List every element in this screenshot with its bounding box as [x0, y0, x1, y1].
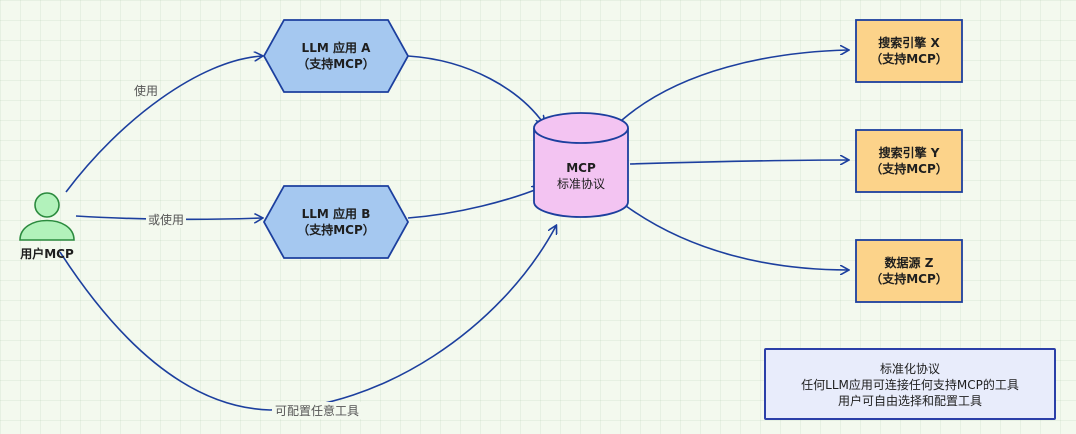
user-body	[19, 219, 75, 241]
edge-label-configure: 可配置任意工具	[272, 402, 363, 419]
search-engine-x-subtitle: （支持MCP）	[870, 52, 948, 66]
llm-app-b-label: LLM 应用 B （支持MCP）	[264, 206, 408, 238]
edge-label-or-use: 或使用	[146, 211, 187, 228]
llm-app-a-label: LLM 应用 A （支持MCP）	[264, 40, 408, 72]
data-source-z-subtitle: （支持MCP）	[870, 272, 948, 286]
data-source-z-title: 数据源 Z	[884, 256, 934, 270]
mcp-subtitle: 标准协议	[556, 177, 605, 191]
search-engine-y-title: 搜索引擎 Y	[878, 146, 940, 160]
search-engine-y-node	[855, 129, 963, 193]
mcp-title: MCP	[566, 161, 596, 175]
mcp-cylinder-body	[533, 128, 629, 218]
edge-mcp-to-search-x	[621, 50, 848, 121]
summary-note: 标准化协议 任何LLM应用可连接任何支持MCP的工具 用户可自由选择和配置工具	[764, 348, 1056, 420]
search-engine-x-node	[855, 19, 963, 83]
user-label: 用户MCP	[20, 247, 74, 261]
mcp-label: MCP 标准协议	[534, 160, 628, 192]
note-line-3: 用户可自由选择和配置工具	[837, 394, 982, 408]
edge-mcp-to-search-y	[629, 160, 848, 164]
llm-app-a-title: LLM 应用 A	[301, 41, 371, 55]
llm-app-b-title: LLM 应用 B	[301, 207, 371, 221]
note-line-2: 任何LLM应用可连接任何支持MCP的工具	[801, 378, 1019, 392]
search-engine-y-subtitle: （支持MCP）	[870, 162, 948, 176]
edge-llm-a-to-mcp	[407, 55, 544, 124]
search-engine-y-label: 搜索引擎 Y （支持MCP）	[856, 145, 962, 177]
edge-llm-b-to-mcp	[407, 188, 540, 219]
search-engine-x-label: 搜索引擎 X （支持MCP）	[856, 35, 962, 67]
user-head	[34, 192, 60, 218]
edge-label-use: 使用	[134, 84, 159, 98]
data-source-z-node	[855, 239, 963, 303]
mcp-cylinder-top	[533, 112, 629, 144]
edge-user-to-llm-a	[65, 56, 262, 193]
llm-app-b-node	[262, 185, 410, 259]
user-actor	[19, 192, 75, 241]
data-source-z-label: 数据源 Z （支持MCP）	[856, 255, 962, 287]
note-line-1: 标准化协议	[879, 362, 940, 376]
llm-app-a-subtitle: （支持MCP）	[297, 57, 375, 71]
mcp-cylinder-node	[533, 112, 629, 218]
llm-app-a-node	[262, 19, 410, 93]
llm-app-b-subtitle: （支持MCP）	[297, 223, 375, 237]
edge-mcp-to-data-z	[625, 205, 848, 270]
search-engine-x-title: 搜索引擎 X	[878, 36, 940, 50]
